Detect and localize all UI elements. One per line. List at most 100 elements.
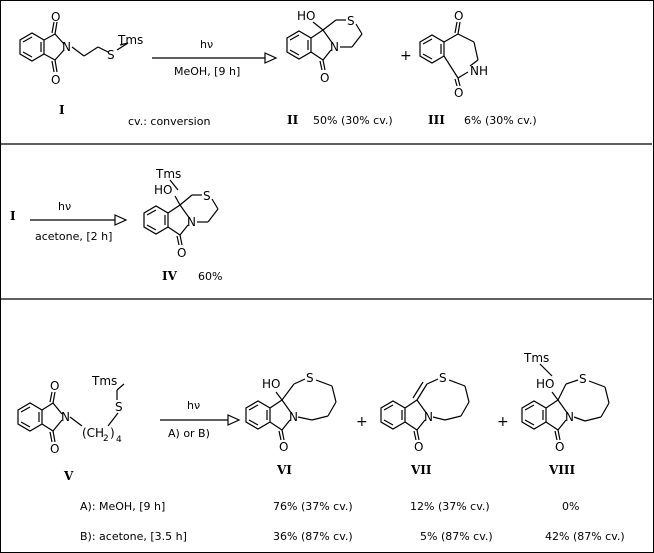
condition-a-name: A): MeOH, [9 h] (80, 500, 165, 513)
bond-line (355, 23, 363, 35)
bond-line (469, 59, 479, 67)
bond-line (383, 404, 394, 411)
yield-III: 6% (30% cv.) (464, 114, 537, 127)
atom-label: HO (262, 377, 280, 391)
compound-III: O NH O (419, 9, 488, 100)
compound-V: O O N (CH 2 ) 4 S Tms (17, 374, 125, 456)
atom-label: 2 (103, 434, 109, 444)
bond-line (293, 378, 306, 385)
bond-line (278, 430, 282, 441)
bond-line (310, 51, 324, 61)
bond-line (573, 416, 586, 422)
bond-line (41, 423, 54, 432)
label-VI: VI (276, 463, 292, 477)
bond-line (457, 33, 475, 43)
compound-II: O N S HO (286, 9, 363, 85)
atom-label: HO (297, 9, 315, 23)
atom-label: N (330, 40, 339, 54)
bond-line (71, 46, 85, 57)
bond-line (413, 430, 417, 441)
bond-line (119, 42, 129, 46)
yield-IV: 60% (198, 270, 222, 283)
bond-line (146, 224, 157, 231)
atom-label: Tms (117, 33, 143, 47)
bond-line (604, 386, 610, 404)
atom-label: O (555, 440, 564, 454)
bond-line (557, 419, 567, 431)
bond-line (174, 195, 181, 206)
bond-line (319, 60, 323, 71)
atom-label: S (579, 372, 587, 386)
bond-line (432, 416, 446, 421)
conversion-note: cv.: conversion (128, 115, 210, 128)
bond-line (322, 19, 337, 31)
bond-line (116, 42, 129, 51)
plus-1: + (400, 48, 412, 64)
bond-line (54, 33, 65, 45)
label-I: I (59, 103, 65, 117)
bond-line (281, 399, 293, 415)
atom-label: N (62, 40, 71, 54)
bond-line (176, 235, 180, 246)
bond-line (412, 381, 424, 399)
bond-line (545, 421, 559, 431)
bond-line (557, 399, 569, 415)
atom-label: N (187, 215, 196, 229)
bond-line (52, 430, 56, 443)
bond-line (351, 33, 363, 48)
bond-line (281, 419, 291, 431)
atom-label: O (177, 246, 186, 260)
bond-line (588, 380, 606, 388)
atom-label: O (454, 9, 463, 23)
bond-line (383, 419, 394, 426)
bond-line (248, 404, 259, 411)
bond-line (49, 431, 53, 443)
compound-VII: O N S (380, 371, 470, 454)
bond-line (51, 60, 55, 73)
bond-line (107, 412, 119, 427)
atom-label: S (347, 14, 355, 28)
bond-line (116, 383, 125, 391)
bond-line (565, 379, 579, 385)
label-IV: IV (162, 269, 178, 283)
bond-line (443, 55, 459, 79)
condition-a-vii: 12% (37% cv.) (410, 500, 490, 513)
bond-line (22, 51, 33, 58)
reagent-1-bottom: MeOH, [9 h] (174, 65, 240, 78)
bond-line (327, 401, 337, 417)
reagent-1-top: hν (200, 38, 213, 51)
bond-line (404, 421, 418, 431)
bond-line (322, 29, 334, 45)
atom-label: S (306, 371, 314, 385)
atom-label: O (51, 73, 60, 87)
plus-3: + (497, 414, 509, 430)
bond-line (322, 59, 326, 71)
bond-line (457, 21, 461, 35)
atom-label: S (115, 400, 123, 414)
bond-line (404, 399, 418, 409)
bond-line (443, 33, 459, 43)
bond-line (211, 198, 219, 210)
condition-a-viii: 0% (562, 500, 579, 513)
condition-b-vi: 36% (87% cv.) (273, 530, 353, 543)
bond-line (146, 209, 157, 216)
bond-line (557, 429, 561, 441)
atom-label: O (279, 440, 288, 454)
bond-line (69, 416, 83, 427)
atom-label: N (565, 410, 574, 424)
arrow-3 (160, 414, 241, 426)
bond-line (460, 401, 470, 417)
bond-line (457, 71, 469, 79)
label-VII: VII (410, 463, 432, 477)
condition-b-vii: 5% (87% cv.) (420, 530, 493, 543)
atom-label: (CH (82, 426, 104, 440)
bond-line (248, 419, 259, 426)
bond-line (322, 49, 332, 61)
bond-line (269, 399, 283, 409)
bond-line (311, 415, 329, 421)
atom-label: HO (536, 377, 554, 391)
bond-line (416, 383, 428, 401)
atom-label: O (320, 71, 329, 85)
bond-line (281, 383, 295, 401)
atom-label: O (414, 440, 423, 454)
